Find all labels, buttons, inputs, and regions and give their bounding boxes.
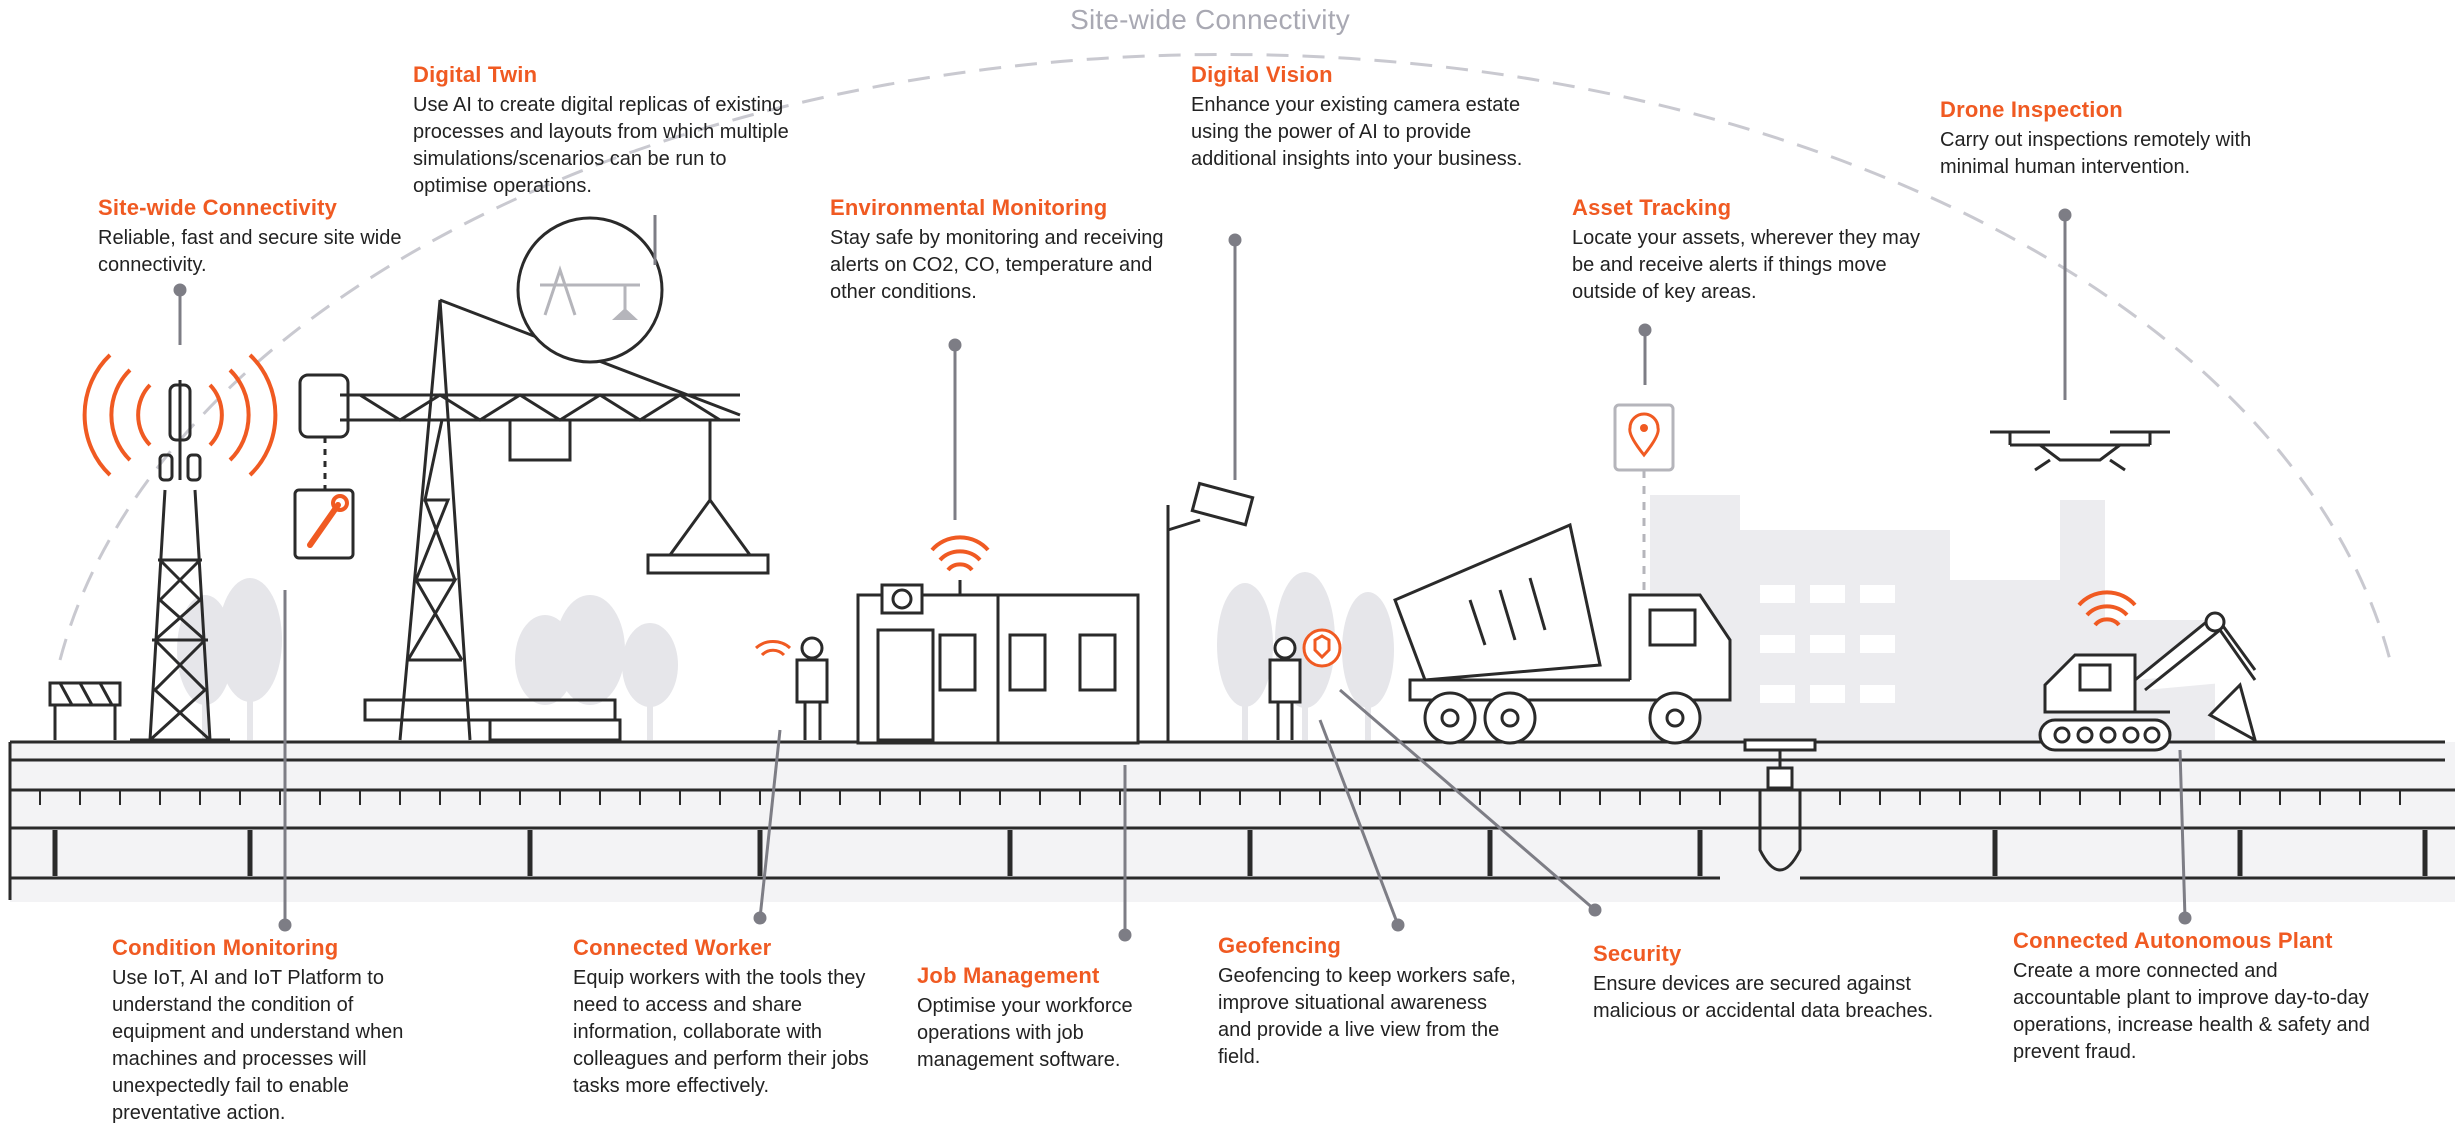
connectivity-arc-title: Site-wide Connectivity	[1060, 4, 1360, 36]
geofencing-worker-figure	[1268, 636, 1302, 740]
callout-text: Geofencing to keep workers safe, improve…	[1218, 965, 1516, 1068]
callout-condition-monitoring: Condition Monitoring Use IoT, AI and IoT…	[112, 935, 452, 1127]
callout-title: Geofencing	[1218, 933, 1342, 958]
pipe-joints	[52, 830, 2428, 876]
callout-title: Drone Inspection	[1940, 97, 2123, 122]
callout-title: Connected Autonomous Plant	[2013, 928, 2333, 953]
excavator	[2038, 611, 2258, 752]
callout-environmental-monitoring: Environmental Monitoring Stay safe by mo…	[830, 195, 1180, 306]
callout-title: Digital Vision	[1191, 62, 1333, 87]
callout-title: Condition Monitoring	[112, 935, 339, 960]
callout-text: Ensure devices are secured against malic…	[1593, 973, 1934, 1022]
callout-text: Create a more connected and accountable …	[2013, 960, 2370, 1063]
callout-security: Security Ensure devices are secured agai…	[1593, 941, 1963, 1025]
callout-title: Connected Worker	[573, 935, 772, 960]
callout-text: Optimise your workforce operations with …	[917, 995, 1133, 1071]
callout-digital-vision: Digital Vision Enhance your existing cam…	[1191, 62, 1551, 173]
callout-title: Asset Tracking	[1572, 195, 1732, 220]
callout-asset-tracking: Asset Tracking Locate your assets, where…	[1572, 195, 1922, 306]
tower-signal-icon	[82, 353, 278, 477]
callout-drone-inspection: Drone Inspection Carry out inspections r…	[1940, 97, 2300, 181]
callout-site-wide-connectivity: Site-wide Connectivity Reliable, fast an…	[98, 195, 448, 279]
site-cabins	[856, 580, 1140, 745]
connected-worker-figure	[795, 636, 829, 740]
rail-ticks	[39, 790, 2401, 805]
callout-text: Stay safe by monitoring and receiving al…	[830, 227, 1164, 303]
callout-text: Equip workers with the tools they need t…	[573, 967, 869, 1097]
callout-geofencing: Geofencing Geofencing to keep workers sa…	[1218, 933, 1518, 1071]
callout-title: Site-wide Connectivity	[98, 195, 338, 220]
callout-text: Enhance your existing camera estate usin…	[1191, 94, 1523, 170]
callout-text: Use AI to create digital replicas of exi…	[413, 94, 789, 197]
callout-title: Security	[1593, 941, 1682, 966]
location-pin-icon	[1613, 403, 1675, 595]
callout-text: Reliable, fast and secure site wide conn…	[98, 227, 402, 276]
cabin-signal-icon	[930, 535, 990, 572]
wrench-icon	[293, 437, 355, 560]
callout-job-management: Job Management Optimise your workforce o…	[917, 963, 1177, 1074]
callout-title: Job Management	[917, 963, 1100, 988]
ground-layers	[8, 740, 2455, 900]
camera-pole	[1166, 481, 1255, 742]
callout-connected-autonomous-plant: Connected Autonomous Plant Create a more…	[2013, 928, 2433, 1066]
callout-title: Environmental Monitoring	[830, 195, 1108, 220]
connectivity-arc	[58, 52, 2392, 661]
pipe-valve	[1743, 738, 1817, 872]
callout-text: Use IoT, AI and IoT Platform to understa…	[112, 967, 404, 1124]
worker-signal-icon	[754, 640, 792, 657]
drone	[1990, 430, 2170, 472]
road-barrier	[48, 681, 122, 740]
tower-crane	[298, 298, 770, 742]
excavator-signal-icon	[2077, 590, 2137, 627]
digital-twin-icon	[516, 216, 664, 364]
callout-text: Locate your assets, wherever they may be…	[1572, 227, 1920, 303]
underground-area	[10, 742, 2455, 902]
callout-title: Digital Twin	[413, 62, 538, 87]
background-trees	[177, 572, 1394, 740]
shield-icon	[1302, 628, 1342, 668]
callout-text: Carry out inspections remotely with mini…	[1940, 129, 2252, 178]
cell-tower	[130, 380, 230, 742]
callout-leader-lines	[173, 208, 2192, 942]
callout-connected-worker: Connected Worker Equip workers with the …	[573, 935, 883, 1100]
dump-truck	[1393, 522, 1732, 745]
callout-digital-twin: Digital Twin Use AI to create digital re…	[413, 62, 793, 200]
